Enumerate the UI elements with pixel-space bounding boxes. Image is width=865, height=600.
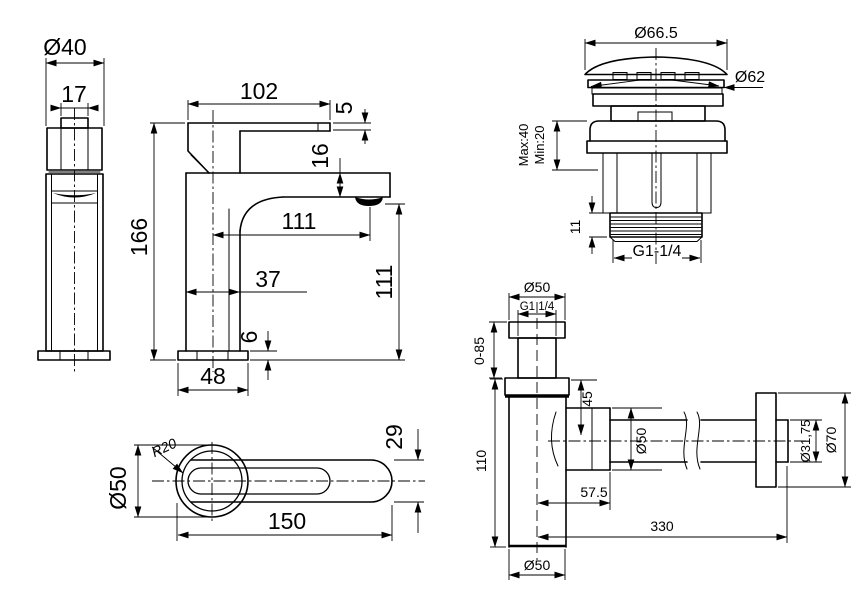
dim-side-spout-body-height: 16 <box>307 143 333 169</box>
dim-front-cartridge-width: 17 <box>61 81 87 107</box>
dim-side-base-height: 6 <box>236 331 262 344</box>
pipe-break-line <box>683 411 688 470</box>
dim-trap-outlet-length: 330 <box>650 518 674 534</box>
pipe-break-line <box>696 411 701 470</box>
view-faucet-front: Ø40 17 <box>37 34 111 372</box>
dim-side-base-depth: 48 <box>200 363 226 389</box>
drain-dimensions: Ø66.5 Ø62 Max:40 Min:20 11 G1-1/4 <box>516 25 765 263</box>
trap-outline <box>504 302 806 560</box>
dim-side-handle-length: 102 <box>240 78 278 104</box>
trap-dimensions: Ø50 G1 1/4 0-85 110 45 Ø50 57.5 <box>471 279 851 580</box>
dim-side-body-depth: 37 <box>255 266 281 292</box>
dim-top-lever-width: 29 <box>381 424 407 450</box>
dim-trap-inlet-thread: G1 1/4 <box>520 301 555 313</box>
dim-trap-height-adjust: 0-85 <box>471 337 487 365</box>
faucet-side-dimensions: 102 5 16 166 111 111 37 <box>126 78 405 396</box>
dim-trap-body-diameter: Ø50 <box>524 557 551 573</box>
dim-drain-deck-max: Max:40 <box>516 124 531 167</box>
view-trap: Ø50 G1 1/4 0-85 110 45 Ø50 57.5 <box>471 279 851 580</box>
dim-top-escutcheon-diameter: Ø50 <box>105 466 131 509</box>
dim-drain-thread-length: 11 <box>567 220 583 235</box>
dim-side-plate-thickness: 5 <box>331 102 357 115</box>
view-drain: Ø66.5 Ø62 Max:40 Min:20 11 G1-1/4 <box>516 25 765 264</box>
dim-trap-pipe-diameter: Ø31,75 <box>798 420 813 463</box>
dim-side-overall-height: 166 <box>126 218 152 256</box>
dim-drain-flange-diameter: Ø62 <box>735 69 765 86</box>
dim-drain-cap-diameter: Ø66.5 <box>634 25 678 42</box>
faucet-front-outline <box>37 108 111 372</box>
dim-trap-body-height: 110 <box>473 450 489 473</box>
dim-drain-thread-size: G1-1/4 <box>633 243 682 260</box>
handle-top-dimensions: R20 Ø50 150 29 <box>105 424 424 541</box>
dim-top-lever-length: 150 <box>268 508 306 534</box>
dim-trap-outlet-offset: 57.5 <box>580 484 607 500</box>
dim-trap-hub-diameter: Ø50 <box>633 428 649 455</box>
dim-trap-inlet-diameter: Ø50 <box>524 279 551 295</box>
view-handle-top: R20 Ø50 150 29 <box>105 424 425 541</box>
aerator <box>355 197 383 206</box>
handle-top-outline <box>152 442 425 522</box>
dim-side-spout-clearance: 111 <box>371 265 397 300</box>
dim-drain-deck-min: Min:20 <box>532 125 547 164</box>
faucet-side-outline <box>177 110 391 372</box>
drain-outline <box>584 48 728 264</box>
dim-side-spout-reach: 111 <box>282 208 317 234</box>
faucet-front-dimensions: Ø40 17 <box>43 34 105 126</box>
dim-trap-rosette-diameter: Ø70 <box>823 427 839 454</box>
dim-top-corner-radius: R20 <box>149 435 179 460</box>
view-faucet-side: 102 5 16 166 111 111 37 <box>126 78 405 396</box>
dim-front-head-diameter: Ø40 <box>43 34 86 60</box>
dim-trap-inlet-depth: 45 <box>579 391 595 407</box>
